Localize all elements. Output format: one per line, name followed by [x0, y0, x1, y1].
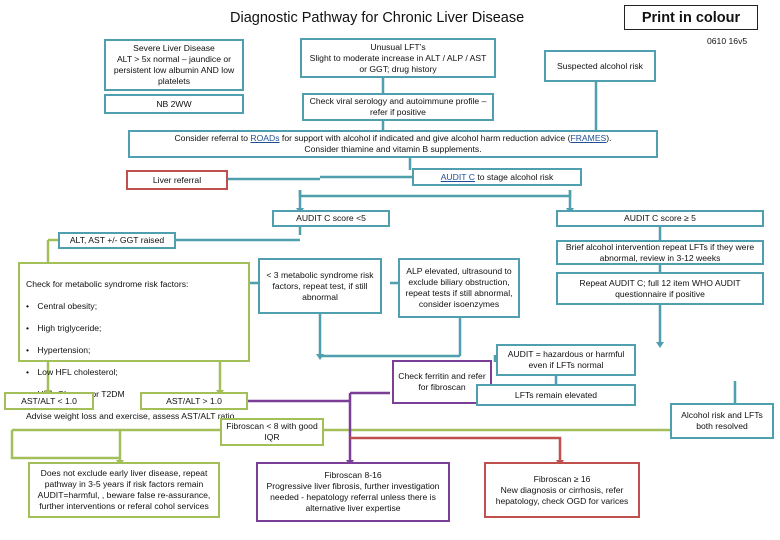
alp-elevated-box: ALP elevated, ultrasound to exclude bili…	[398, 258, 520, 318]
repeat-audit-c-box: Repeat AUDIT C; full 12 item WHO AUDIT q…	[556, 272, 764, 305]
fibroscan-8-16-box: Fibroscan 8-16 Progressive liver fibrosi…	[256, 462, 450, 522]
risk-factor-item: • Hypertension;	[26, 345, 91, 355]
check-ferritin-box: Check ferritin and refer for fibroscan	[392, 360, 492, 404]
risk-factor-item: • High triglyceride;	[26, 323, 102, 333]
consider-referral-box: Consider referral to ROADs for support w…	[128, 130, 658, 158]
roads-link[interactable]: ROADs	[250, 133, 280, 143]
page-title: Diagnostic Pathway for Chronic Liver Dis…	[230, 10, 525, 26]
lt3-metabolic-box: < 3 metabolic syndrome risk factors, rep…	[258, 258, 382, 314]
risk-factor-item: • Low HFL cholesterol;	[26, 367, 118, 377]
audit-c-stage-box: AUDIT C to stage alcohol risk	[412, 168, 582, 186]
audit-hazardous-box: AUDIT = hazardous or harmful even if LFT…	[496, 344, 636, 376]
unusual-lft-box: Unusual LFT’s Slight to moderate increas…	[300, 38, 496, 78]
frames-link[interactable]: FRAMES	[570, 133, 607, 143]
ast-alt-gt1-box: AST/ALT > 1.0	[140, 392, 248, 410]
brief-intervention-box: Brief alcohol intervention repeat LFTs i…	[556, 240, 764, 265]
viral-serology-box: Check viral serology and autoimmune prof…	[302, 93, 494, 121]
does-not-exclude-box: Does not exclude early liver disease, re…	[28, 462, 220, 518]
risk-factor-item: • Central obesity;	[26, 301, 98, 311]
metabolic-syndrome-box: Check for metabolic syndrome risk factor…	[18, 262, 250, 421]
severe-liver-disease-box: Severe Liver Disease ALT > 5x normal – j…	[104, 39, 244, 91]
audit-c-lt5-box: AUDIT C score <5	[272, 210, 390, 227]
consider-referral-text: Consider referral to ROADs for support w…	[174, 133, 612, 154]
nb-2ww-box: NB 2WW	[104, 94, 244, 114]
alcohol-lfts-resolved-box: Alcohol risk and LFTs both resolved	[670, 403, 774, 439]
print-in-colour-label: Print in colour	[624, 5, 758, 30]
audit-c-ge5-box: AUDIT C score ≥ 5	[556, 210, 764, 227]
suspected-alcohol-risk-box: Suspected alcohol risk	[544, 50, 656, 82]
audit-c-link[interactable]: AUDIT C	[440, 171, 475, 182]
liver-referral-box: Liver referral	[126, 170, 228, 190]
ast-alt-lt1-box: AST/ALT < 1.0	[4, 392, 94, 410]
fibroscan-lt8-box: Fibroscan < 8 with good IQR	[220, 418, 324, 446]
fibroscan-ge16-box: Fibroscan ≥ 16 New diagnosis or cirrhosi…	[484, 462, 640, 518]
alt-ast-ggt-raised-box: ALT, AST +/- GGT raised	[58, 232, 176, 249]
lfts-remain-elevated-box: LFTs remain elevated	[476, 384, 636, 406]
version-label: 0610 16v5	[707, 36, 748, 46]
